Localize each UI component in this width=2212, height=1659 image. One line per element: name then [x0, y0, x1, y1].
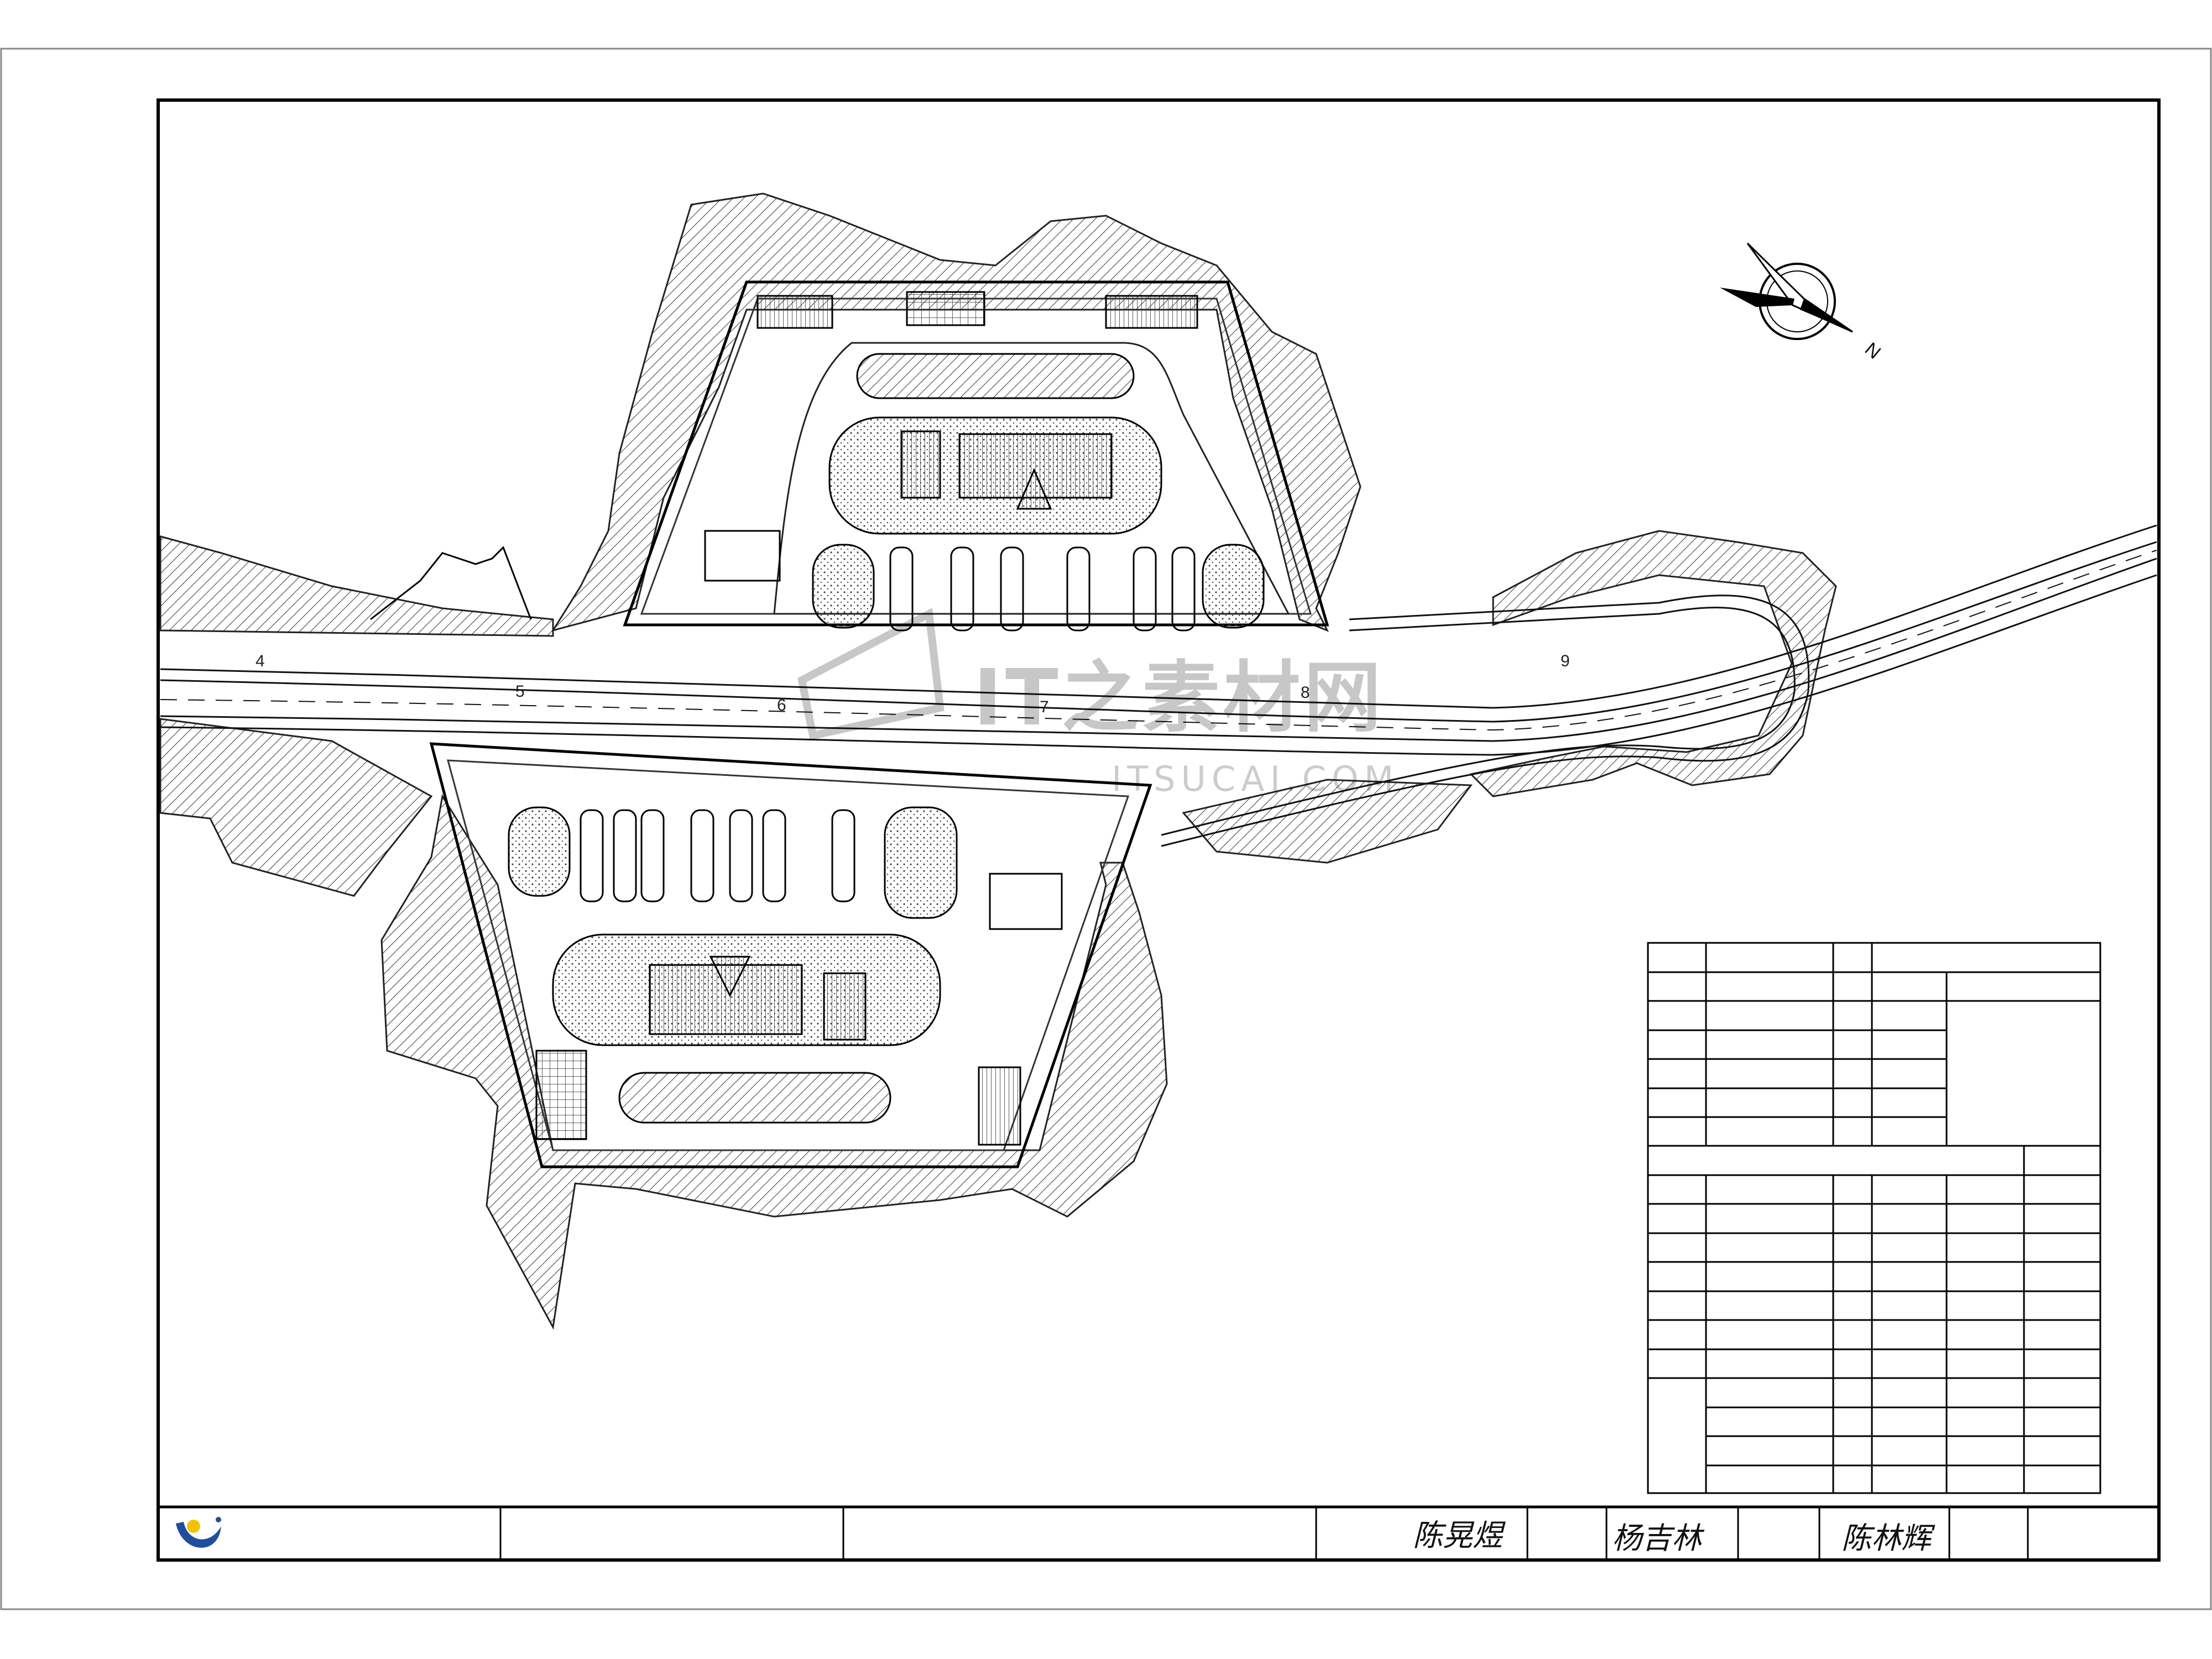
north-pump-house — [906, 291, 985, 326]
north-service-area-green-belt — [640, 298, 1312, 615]
north-auxiliary-building — [757, 295, 833, 329]
signature-reviewer: 陈林辉 — [1841, 1521, 1936, 1556]
north-ridge-profile — [370, 546, 532, 620]
station-mark-5: 5 — [515, 682, 525, 701]
west-embankment-slope — [159, 535, 554, 897]
north-landscape-bed-top — [856, 353, 1135, 399]
north-garage — [1105, 295, 1198, 329]
south-embankment-slope — [380, 794, 1168, 1330]
south-service-area-green-belt — [447, 759, 1130, 1151]
south-garage — [978, 1066, 1021, 1146]
north-side-building — [900, 430, 941, 499]
station-mark-4: 4 — [255, 652, 265, 670]
south-side-building — [823, 972, 867, 1041]
station-mark-8: 8 — [1301, 684, 1310, 702]
legend-table — [1647, 942, 2101, 1494]
north-entrance-canopy — [1016, 468, 1052, 510]
north-service-area — [370, 280, 1329, 632]
south-entrance-canopy — [709, 956, 751, 998]
south-parking-stalls — [580, 809, 855, 902]
north-parking-island-left — [812, 544, 875, 629]
company-logo — [176, 1517, 221, 1548]
north-parking-island-right — [1202, 544, 1265, 629]
south-pump-house — [535, 1050, 587, 1140]
watermark-cn-text: IT之素材网 — [973, 653, 1385, 743]
north-parking-stalls — [889, 546, 1196, 632]
east-embankment-slope — [1182, 530, 1837, 864]
south-truck-bay — [989, 873, 1063, 930]
south-parking-island-left — [508, 806, 571, 897]
watermark-en-text: ITSUCAI.COM — [1112, 759, 1399, 799]
south-parking-island-right — [884, 806, 958, 919]
station-mark-7: 7 — [1040, 698, 1049, 716]
north-inner-road — [773, 342, 1290, 615]
signature-designer: 陈晃煜 — [1413, 1518, 1506, 1553]
south-service-area-boundary — [429, 742, 1152, 1168]
station-marks: 4 5 6 7 8 9 — [255, 652, 1570, 716]
north-arrow: N — [1720, 242, 1885, 363]
north-truck-bay — [704, 530, 781, 582]
station-mark-6: 6 — [777, 696, 786, 714]
signature-checker: 杨吉林 — [1612, 1521, 1705, 1556]
south-landscape-bed-bottom — [618, 1072, 891, 1124]
north-service-area-boundary — [623, 280, 1329, 627]
watermark: IT之素材网 ITSUCAI.COM — [797, 608, 1399, 799]
interchange-loop-ramp — [1161, 594, 1810, 847]
north-label: N — [1861, 338, 1885, 363]
highway-mainline — [160, 524, 2157, 756]
title-block: 陈晃煜 杨吉林 陈林辉 — [156, 1505, 2161, 1562]
south-service-area — [429, 742, 1152, 1168]
station-mark-9: 9 — [1561, 652, 1570, 670]
sheet-outer-border — [0, 48, 2212, 1610]
